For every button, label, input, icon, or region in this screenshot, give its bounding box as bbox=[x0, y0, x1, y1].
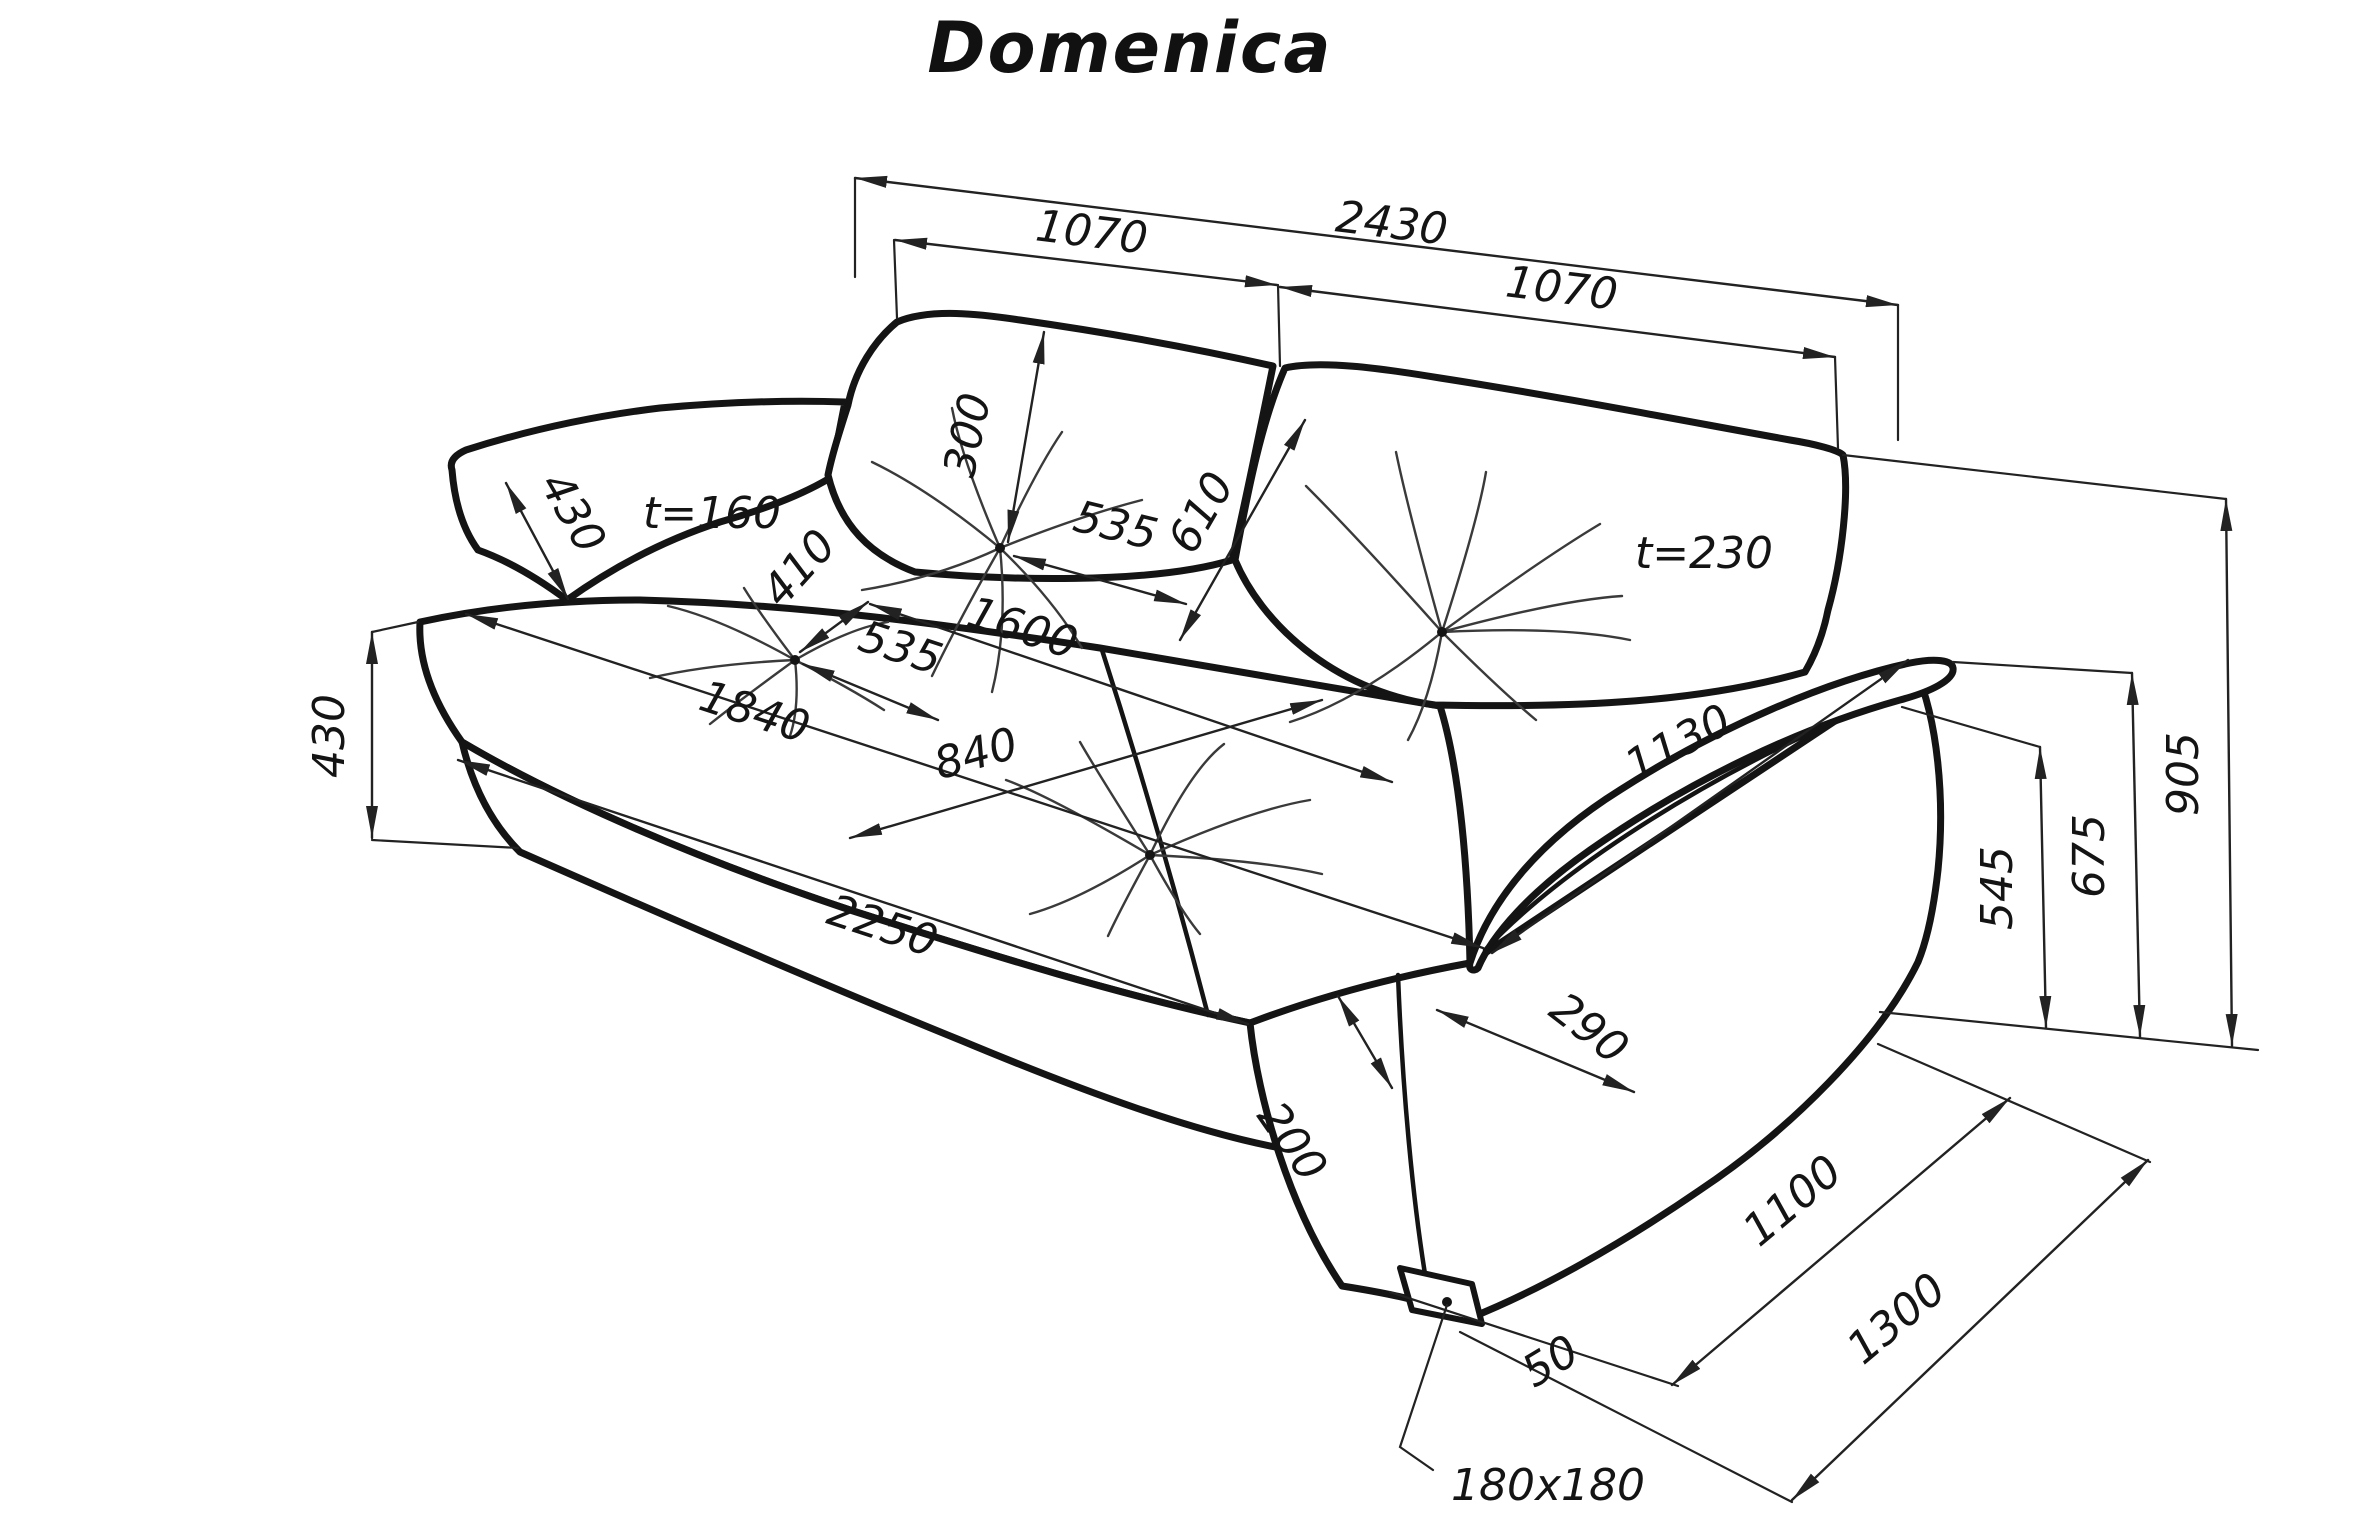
leg-leader-dot bbox=[1442, 1297, 1452, 1307]
page-title: Domenica bbox=[927, 7, 1332, 89]
armrest-base-contour bbox=[1395, 972, 1431, 1295]
dim-left-base-height: 430 bbox=[304, 630, 378, 840]
dim-armrest-base-height: 545 bbox=[1972, 745, 2052, 1030]
dim-label-1300: 1300 bbox=[1837, 1263, 1956, 1374]
dim-label-2430: 2430 bbox=[1333, 191, 1450, 255]
sofa-outline bbox=[416, 309, 1957, 1327]
label-thickness-left: t=160 bbox=[643, 488, 781, 539]
dim-overall-depth: 1300 bbox=[1790, 1158, 2150, 1502]
front-leg bbox=[1397, 1265, 1485, 1327]
dim-overall-height: 905 bbox=[2158, 497, 2238, 1048]
dim-label-905: 905 bbox=[2158, 732, 2209, 816]
dim-label-1070-right: 1070 bbox=[1503, 256, 1620, 320]
label-thickness-right: t=230 bbox=[1635, 528, 1773, 579]
dim-right-section: 1070 bbox=[1278, 256, 1837, 359]
dim-label-1100: 1100 bbox=[1733, 1145, 1852, 1256]
dim-label-430-base: 430 bbox=[304, 694, 355, 778]
dim-label-675: 675 bbox=[2064, 814, 2115, 898]
leg-size-callout: 180x180 bbox=[1398, 1303, 1645, 1511]
dim-label-180x180: 180x180 bbox=[1451, 1460, 1645, 1511]
dim-label-1070-left: 1070 bbox=[1033, 200, 1150, 264]
dim-armrest-top-height: 675 bbox=[2064, 671, 2146, 1039]
dim-label-545: 545 bbox=[1972, 846, 2023, 930]
dim-overall-width: 2430 bbox=[853, 175, 1900, 308]
dim-left-section: 1070 bbox=[893, 200, 1279, 288]
